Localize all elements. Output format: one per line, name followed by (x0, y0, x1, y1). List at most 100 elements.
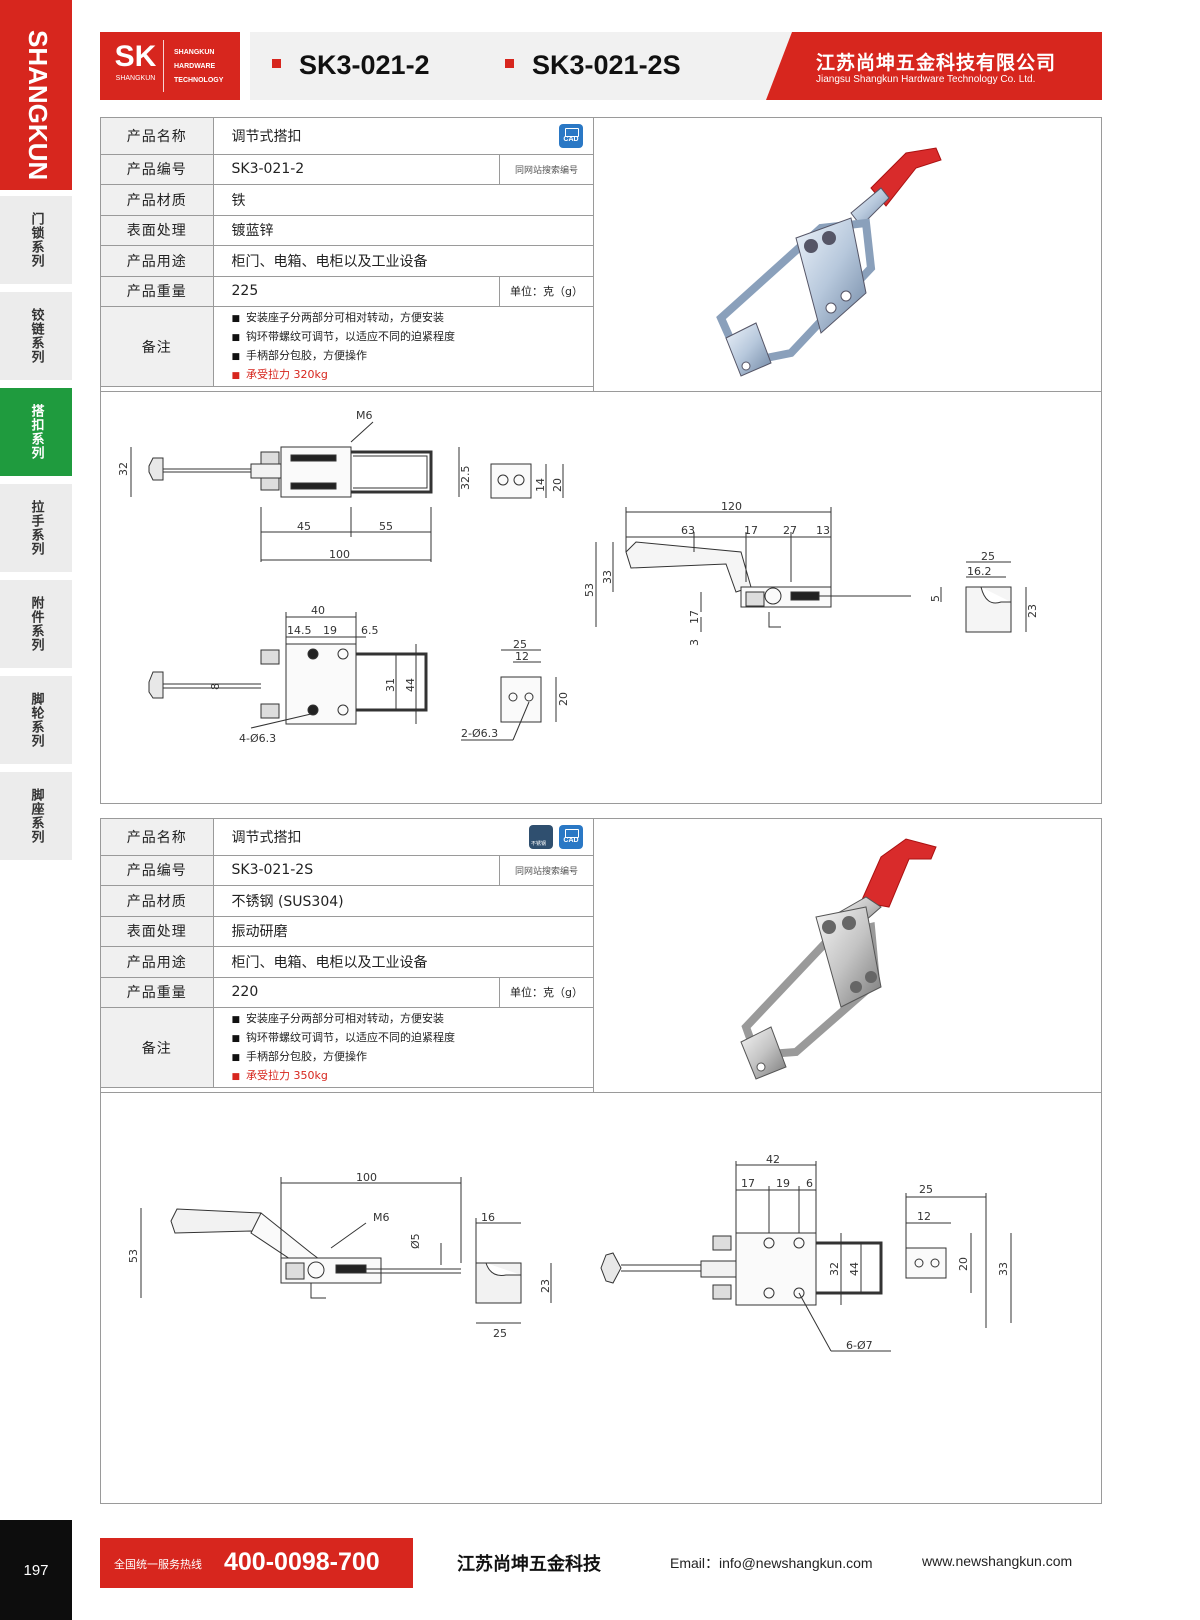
dim-label: 16.2 (967, 565, 992, 578)
logo-line-1: SHANGKUN (174, 49, 215, 56)
model-code-1: SK3-021-2 (272, 50, 430, 81)
sidebar-item-door-locks[interactable]: 门锁系列 (0, 196, 72, 284)
sidebar-item-accessories[interactable]: 附件系列 (0, 580, 72, 668)
product-weight: 225 (231, 283, 259, 300)
dim-label: 19 (323, 624, 337, 637)
product-photo (716, 147, 942, 377)
dim-label: 31 (384, 678, 397, 692)
dim-label: 55 (379, 520, 393, 533)
dim-label: 20 (551, 478, 564, 492)
dim-label: 2-Ø6.3 (461, 727, 498, 740)
dim-label: 13 (816, 524, 830, 537)
model-code-2: SK3-021-2S (505, 50, 681, 81)
dim-label: 5 (929, 595, 942, 602)
label-name: 产品名称 (101, 819, 214, 856)
label-usage: 产品用途 (101, 946, 214, 978)
bullet-square-icon (272, 59, 281, 69)
dim-label: 4-Ø6.3 (239, 732, 276, 745)
side-view-drawing (595, 507, 1027, 633)
bullet-square-icon (505, 59, 514, 69)
product-usage: 柜门、电箱、电柜以及工业设备 (213, 245, 593, 277)
dim-label: 6.5 (361, 624, 379, 637)
dim-label: 33 (601, 570, 614, 584)
dim-label: 42 (766, 1153, 780, 1166)
dim-label: 27 (783, 524, 797, 537)
footer-website-link[interactable]: www.newshangkun.com (922, 1553, 1073, 1569)
product-name: 调节式搭扣 (231, 829, 302, 846)
label-usage: 产品用途 (101, 245, 214, 277)
label-notes: 备注 (101, 306, 214, 387)
dim-label: 17 (741, 1177, 755, 1190)
search-hint: 同网站搜索编号 (499, 855, 593, 885)
dim-thread: M6 (356, 409, 373, 422)
label-material: 产品材质 (101, 885, 214, 917)
product-weight: 220 (231, 984, 259, 1001)
label-notes: 备注 (101, 1007, 214, 1088)
label-weight: 产品重量 (101, 276, 214, 307)
logo-sub: SHANGKUN (115, 75, 156, 82)
sidebar-item-casters[interactable]: 脚轮系列 (0, 676, 72, 764)
product-section-2: 产品名称 调节式搭扣 不锈钢 CAD 产品编号 SK3-021-2S 同网站搜索… (100, 818, 1102, 1504)
note-load-capacity: 承受拉力 350kg (232, 1067, 594, 1086)
company-banner: 江苏尚坤五金科技有限公司 Jiangsu Shangkun Hardware T… (766, 32, 1102, 100)
label-name: 产品名称 (101, 118, 214, 155)
top-view-drawing (130, 421, 460, 562)
footer-email-link[interactable]: Email：info@newshangkun.com (670, 1555, 873, 1571)
product-material: 铁 (213, 184, 593, 216)
cad-download-icon[interactable]: CAD (559, 124, 583, 148)
product-finish: 镀蓝锌 (213, 215, 593, 246)
dim-label: 33 (997, 1262, 1010, 1276)
dim-label: 100 (356, 1171, 377, 1184)
footer-company: 江苏尚坤五金科技 (457, 1554, 601, 1575)
dim-label: 12 (917, 1210, 931, 1223)
company-name-en: Jiangsu Shangkun Hardware Technology Co.… (816, 74, 1036, 85)
hotline-box[interactable]: 全国统一服务热线 400-0098-700 (100, 1538, 413, 1588)
brand-vertical-banner: SHANGKUN (0, 0, 72, 190)
dim-label: 17 (688, 610, 701, 624)
dim-label: 16 (481, 1211, 495, 1224)
brand-vertical-text: SHANGKUN (23, 30, 53, 181)
weight-unit: 单位：克（g） (499, 276, 593, 306)
note-item: 钩环带螺纹可调节，以适应不同的迫紧程度 (232, 328, 594, 347)
hotline-number[interactable]: 400-0098-700 (224, 1548, 380, 1576)
sidebar-item-feet[interactable]: 脚座系列 (0, 772, 72, 860)
dim-thread: M6 (373, 1211, 390, 1224)
sidebar-item-hinges[interactable]: 铰链系列 (0, 292, 72, 380)
sidebar-item-latches[interactable]: 搭扣系列 (0, 388, 72, 476)
product-finish: 振动研磨 (213, 916, 593, 947)
sidebar-item-handles[interactable]: 拉手系列 (0, 484, 72, 572)
dim-label: 53 (583, 583, 596, 597)
weight-unit: 单位：克（g） (499, 977, 593, 1007)
label-material: 产品材质 (101, 184, 214, 216)
label-finish: 表面处理 (101, 215, 214, 246)
small-plate-bottom-drawing (461, 649, 557, 741)
dim-label: 40 (311, 604, 325, 617)
hotline-label: 全国统一服务热线 (114, 1558, 202, 1571)
dim-label: 32.5 (459, 466, 472, 491)
dim-label: 25 (513, 638, 527, 651)
spec-table: 产品名称 调节式搭扣 CAD 产品编号 SK3-021-2 同网站搜索编号 产品… (101, 118, 593, 387)
dim-label: 12 (515, 650, 529, 663)
dim-label: Ø5 (409, 1233, 422, 1249)
page-number: 197 (0, 1520, 72, 1620)
product-usage: 柜门、电箱、电柜以及工业设备 (213, 946, 593, 978)
product-section-1: 产品名称 调节式搭扣 CAD 产品编号 SK3-021-2 同网站搜索编号 产品… (100, 117, 1102, 804)
product-photo (740, 838, 937, 1080)
logo-line-2: HARDWARE (174, 63, 216, 70)
cad-download-icon[interactable]: CAD (559, 825, 583, 849)
spec-table: 产品名称 调节式搭扣 不锈钢 CAD 产品编号 SK3-021-2S 同网站搜索… (101, 819, 593, 1088)
product-material: 不锈钢 (SUS304) (213, 885, 593, 917)
note-item: 安装座子分两部分可相对转动，方便安装 (232, 309, 594, 328)
product-code: SK3-021-2S (231, 862, 314, 879)
logo-line-3: TECHNOLOGY (174, 77, 224, 84)
dim-label: 23 (539, 1279, 552, 1293)
category-sidebar: SHANGKUN 门锁系列 铰链系列 搭扣系列 拉手系列 附件系列 脚轮系列 脚… (0, 0, 72, 1620)
search-hint: 同网站搜索编号 (499, 154, 593, 184)
notes-list: 安装座子分两部分可相对转动，方便安装 钩环带螺纹可调节，以适应不同的迫紧程度 手… (232, 309, 594, 385)
note-load-capacity: 承受拉力 320kg (232, 366, 594, 385)
top-view-drawing (600, 1161, 1012, 1352)
dim-label: 32 (828, 1262, 841, 1276)
logo-mark: SK (114, 40, 157, 73)
small-plate-drawing (490, 463, 564, 499)
label-code: 产品编号 (101, 855, 214, 886)
